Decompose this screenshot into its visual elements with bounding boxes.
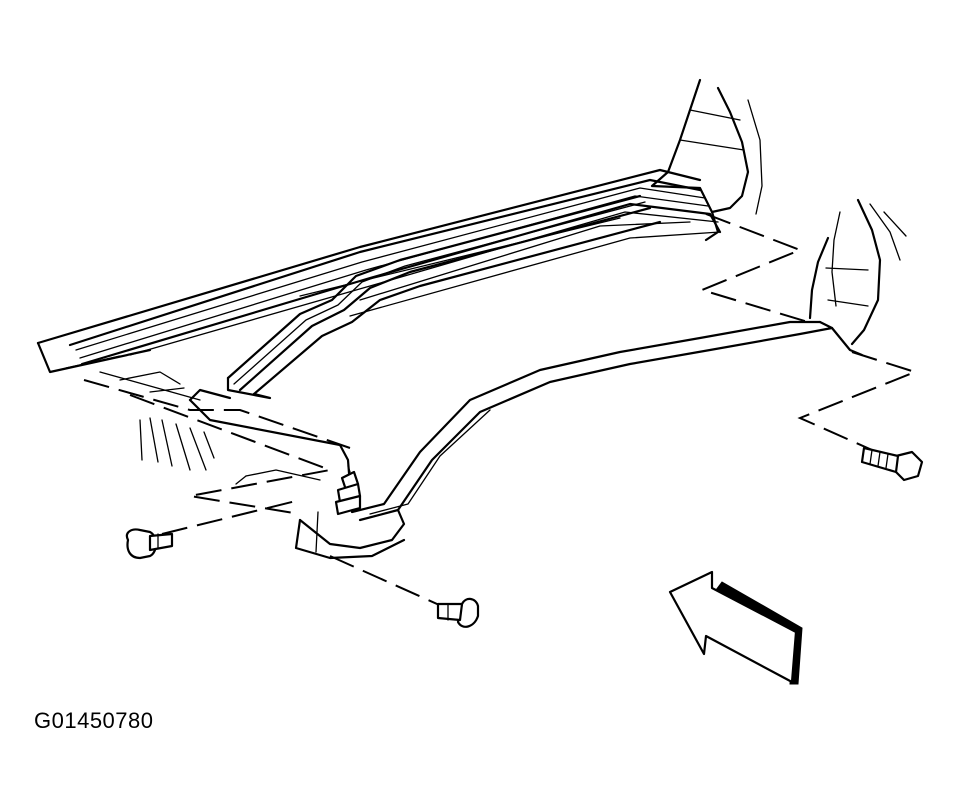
b-pillar <box>808 198 907 346</box>
lower-trim-panel <box>188 320 864 560</box>
retainer-clip <box>334 465 362 516</box>
figure-id-label: G01450780 <box>34 708 154 733</box>
panel-hatching <box>99 371 215 471</box>
left-push-retainer <box>125 528 174 560</box>
direction-arrow-icon <box>668 570 803 685</box>
upper-pillar <box>650 78 763 242</box>
right-bolt <box>860 446 924 482</box>
lower-push-retainer <box>436 597 480 628</box>
windshield-header-rail <box>36 168 722 374</box>
installation-guide-lines <box>83 213 918 609</box>
center-strip <box>226 194 721 400</box>
